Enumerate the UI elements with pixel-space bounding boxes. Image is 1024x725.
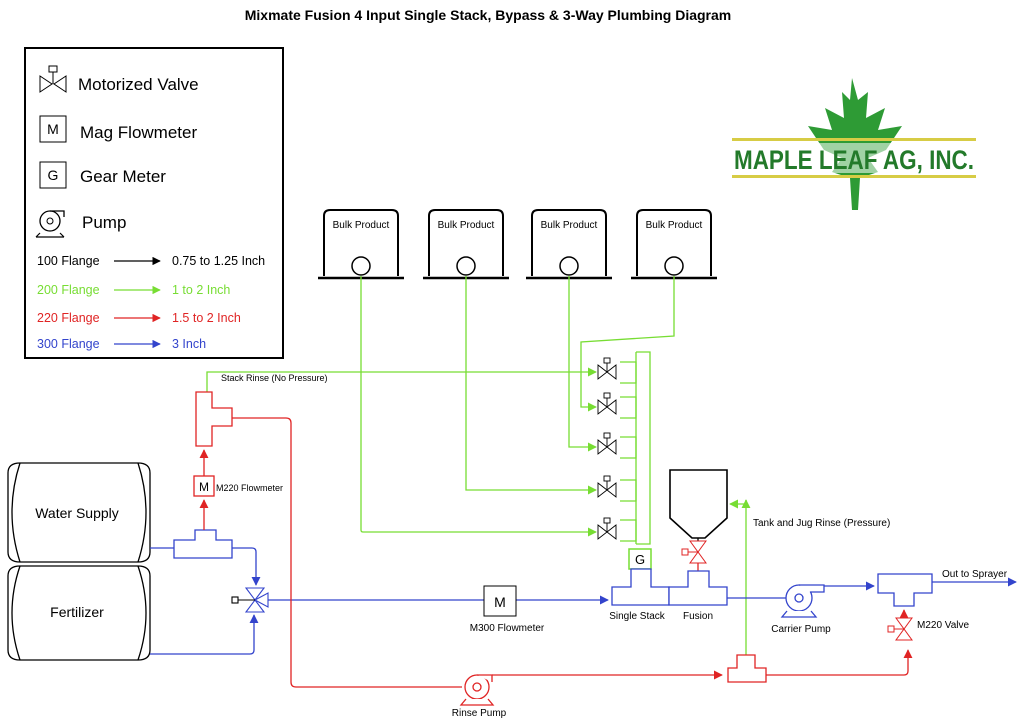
stack-rinse-label: Stack Rinse (No Pressure): [221, 373, 328, 383]
bulk-tank-3: Bulk Product: [526, 209, 612, 280]
company-logo: MAPLE LEAF AG, INC.: [732, 78, 976, 210]
fusion-body: [668, 570, 728, 606]
single-stack-label: Single Stack: [609, 611, 666, 622]
legend-flange-220-name: 220 Flange: [37, 311, 100, 325]
fertilizer-tank: Fertilizer: [7, 565, 151, 661]
legend-valve-icon: [39, 65, 67, 93]
manifold-valve-4[interactable]: [597, 475, 617, 498]
bulk-tank-label: Bulk Product: [438, 220, 495, 231]
m220-flowmeter: [193, 475, 215, 497]
fusion-label: Fusion: [683, 611, 713, 622]
blue-300-lines: [150, 529, 1017, 655]
legend-mag-meter-icon: [39, 115, 67, 143]
legend-valve-label: Motorized Valve: [78, 75, 199, 94]
green-200-lines: [206, 276, 751, 655]
carrier-pump[interactable]: [780, 584, 825, 618]
carrier-pump-label: Carrier Pump: [771, 624, 831, 635]
m220-valve-label: M220 Valve: [917, 620, 970, 631]
legend: Motorized Valve M Mag Flowmeter G Gear M…: [24, 47, 284, 359]
legend-gear-symbol: G: [48, 167, 59, 183]
m300-flowmeter: [483, 585, 517, 617]
legend-flange-200-size: 1 to 2 Inch: [172, 283, 230, 297]
single-stack-body: [611, 568, 670, 606]
legend-gear-meter-icon: [39, 161, 67, 189]
bulk-tank-4: Bulk Product: [631, 209, 717, 280]
fusion-hopper: [669, 469, 728, 571]
legend-mag-symbol: M: [47, 121, 59, 137]
out-to-sprayer-label: Out to Sprayer: [942, 569, 1008, 580]
diagram-title: Mixmate Fusion 4 Input Single Stack, Byp…: [245, 7, 731, 23]
legend-flange-100-name: 100 Flange: [37, 254, 100, 268]
legend-pump-label: Pump: [82, 213, 126, 232]
manifold-valve-5[interactable]: [597, 517, 617, 540]
red-220-lines: [195, 391, 913, 688]
hopper-valve[interactable]: [681, 540, 707, 564]
legend-gear-label: Gear Meter: [80, 167, 166, 186]
m220-flowmeter-label: M220 Flowmeter: [216, 483, 283, 493]
manifold-valve-3[interactable]: [597, 432, 617, 455]
manifold-valve-1[interactable]: [597, 357, 617, 380]
fertilizer-label: Fertilizer: [50, 604, 104, 620]
bulk-tank-label: Bulk Product: [333, 220, 390, 231]
legend-flange-100-size: 0.75 to 1.25 Inch: [172, 254, 265, 268]
bulk-tank-2: Bulk Product: [423, 209, 509, 280]
legend-flange-300-size: 3 Inch: [172, 337, 206, 351]
m300-symbol: M: [494, 594, 506, 610]
rinse-pump-label: Rinse Pump: [452, 708, 507, 719]
stack-manifold: [620, 351, 651, 545]
legend-flange-200-name: 200 Flange: [37, 283, 100, 297]
rinse-pump[interactable]: [459, 674, 495, 706]
legend-mag-label: Mag Flowmeter: [80, 123, 197, 142]
water-supply-tank: Water Supply: [7, 462, 151, 563]
logo-text: MAPLE LEAF AG, INC.: [734, 145, 974, 175]
legend-flange-220-size: 1.5 to 2 Inch: [172, 311, 241, 325]
water-supply-label: Water Supply: [35, 505, 119, 521]
gear-meter-symbol: G: [635, 552, 645, 567]
three-way-valve[interactable]: [231, 587, 269, 613]
m220-symbol: M: [199, 480, 209, 494]
tank-jug-rinse-label: Tank and Jug Rinse (Pressure): [753, 518, 890, 529]
legend-flange-300-name: 300 Flange: [37, 337, 100, 351]
bulk-tank-1: Bulk Product: [318, 209, 404, 280]
bulk-tank-label: Bulk Product: [541, 220, 598, 231]
bulk-tank-label: Bulk Product: [646, 220, 703, 231]
m300-flowmeter-label: M300 Flowmeter: [470, 623, 545, 634]
m220-valve[interactable]: [887, 617, 913, 641]
manifold-valve-2[interactable]: [597, 392, 617, 415]
legend-pump-icon: [35, 210, 65, 238]
